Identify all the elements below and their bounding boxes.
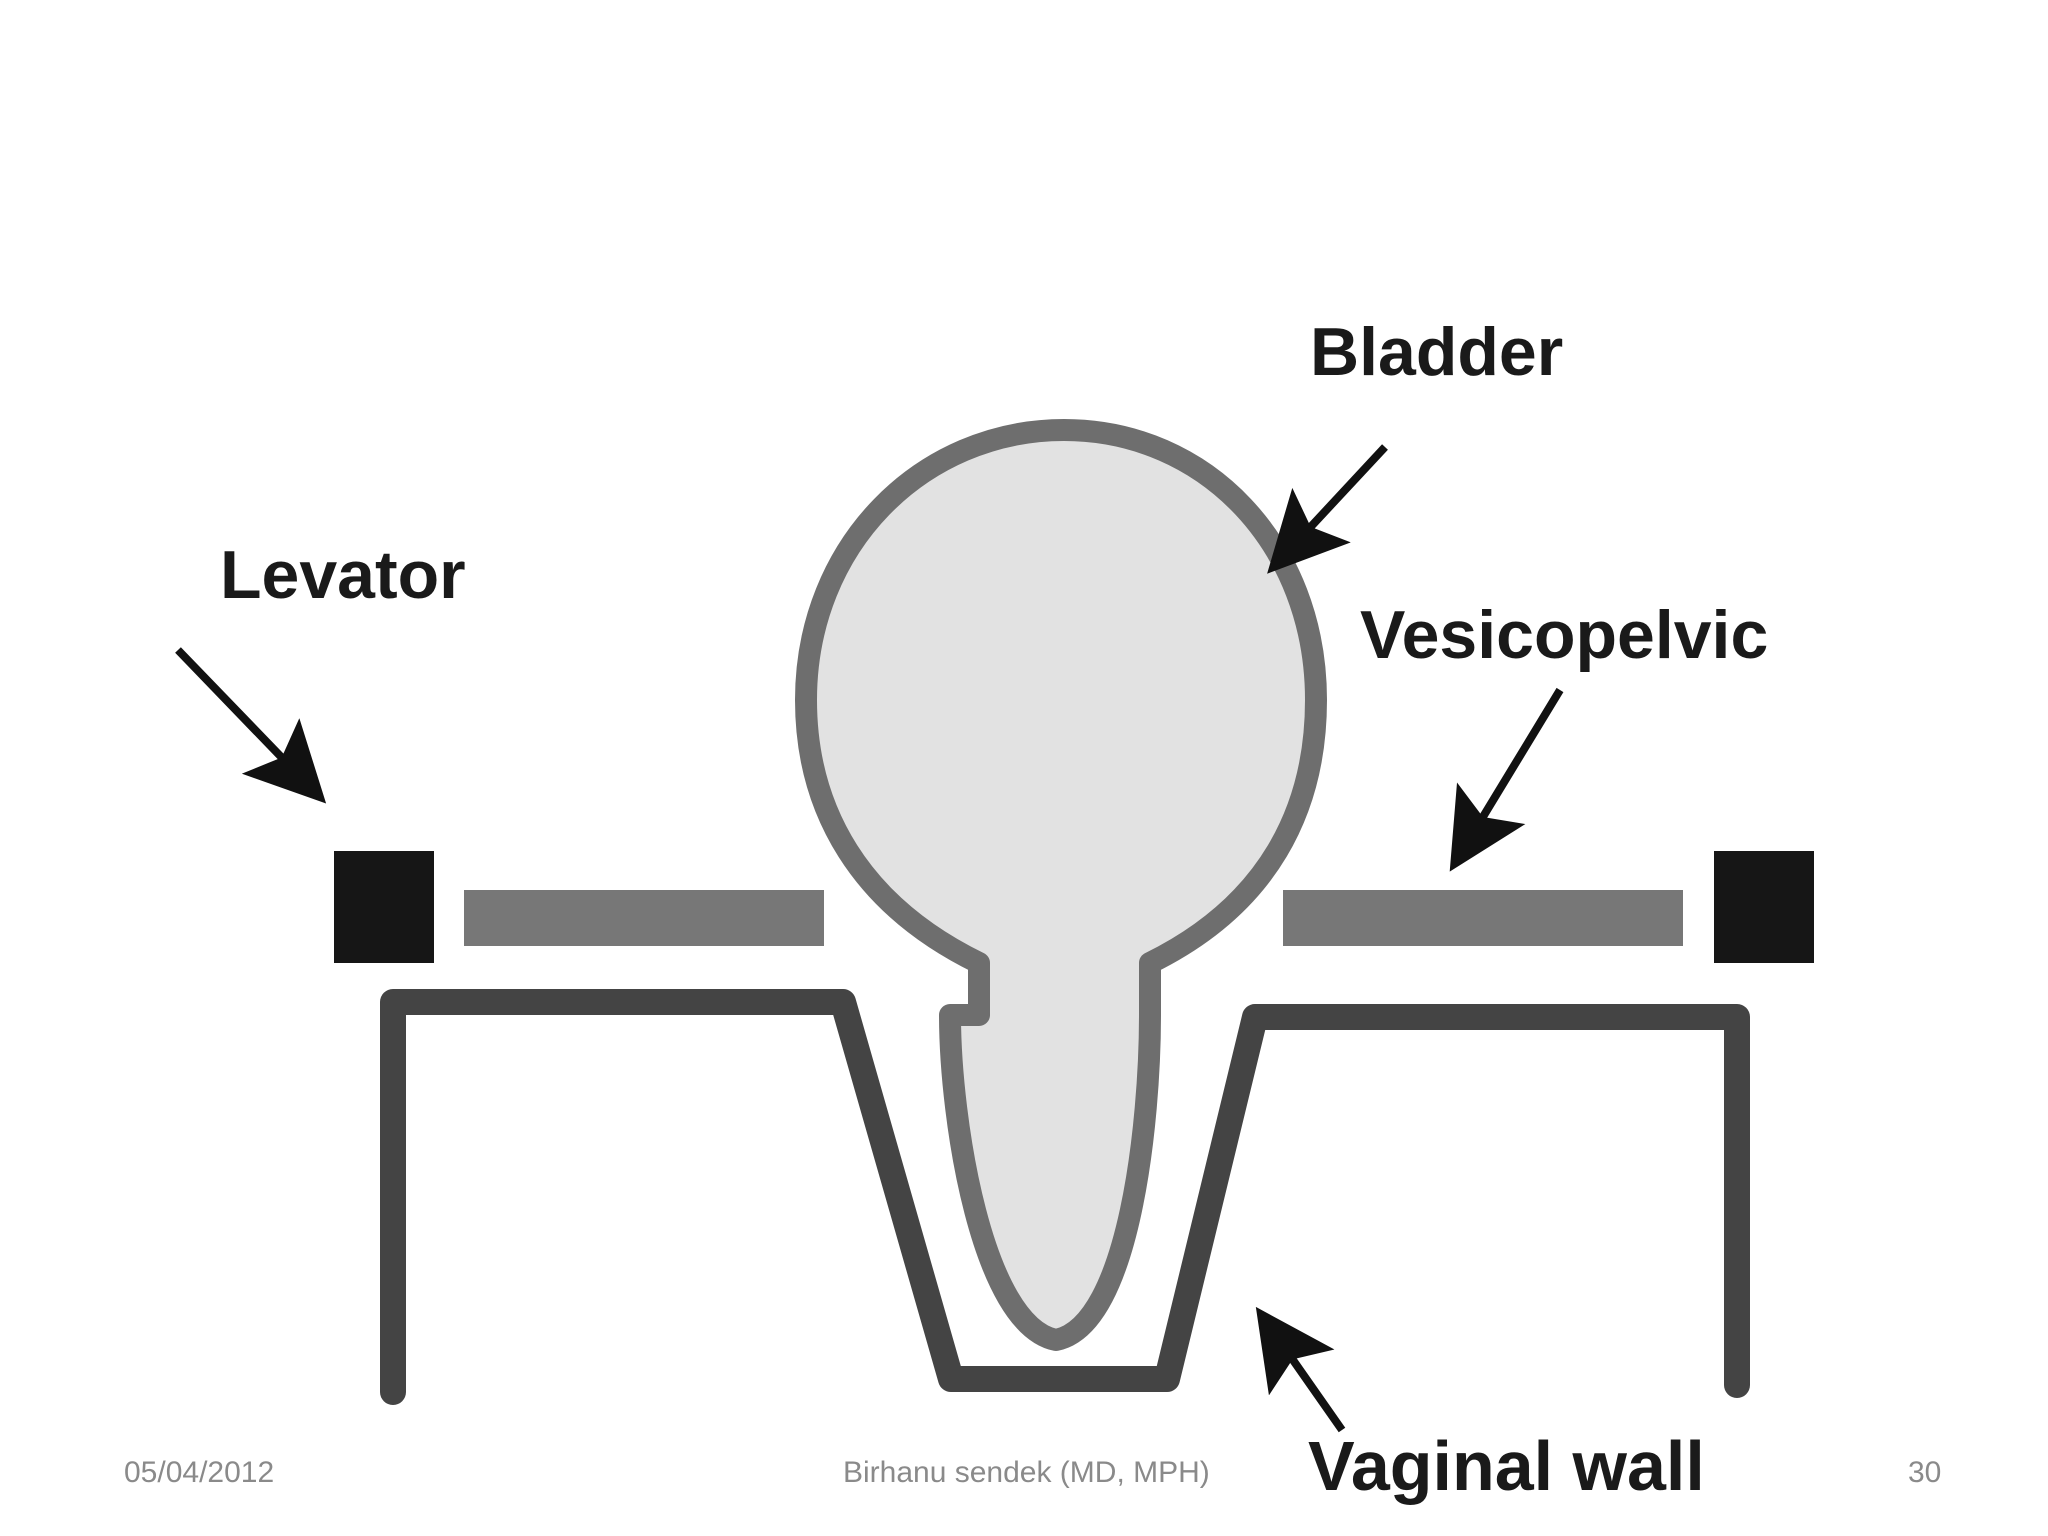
footer-author: Birhanu sendek (MD, MPH) xyxy=(843,1456,1210,1489)
vesicopelvic-fascia-left xyxy=(464,890,824,946)
vaginal-wall-label: Vaginal wall xyxy=(1308,1427,1705,1505)
bladder-label: Bladder xyxy=(1310,314,1563,390)
vesicopelvic-arrow xyxy=(1449,687,1564,872)
bladder-arrow xyxy=(1267,444,1388,574)
footer-date: 05/04/2012 xyxy=(124,1456,275,1489)
vesicopelvic-fascia-right xyxy=(1283,890,1683,946)
levator-label: Levator xyxy=(220,537,466,613)
bladder-shape xyxy=(795,419,1327,1351)
vaginal-wall-arrow xyxy=(1255,1306,1346,1433)
levator-arrow xyxy=(175,647,327,804)
vaginal-wall xyxy=(380,989,1750,1405)
levator-block-right xyxy=(1714,851,1814,963)
levator-block-left xyxy=(334,851,434,963)
vesicopelvic-label: Vesicopelvic xyxy=(1360,597,1768,673)
footer-page-number: 30 xyxy=(1908,1456,1942,1489)
